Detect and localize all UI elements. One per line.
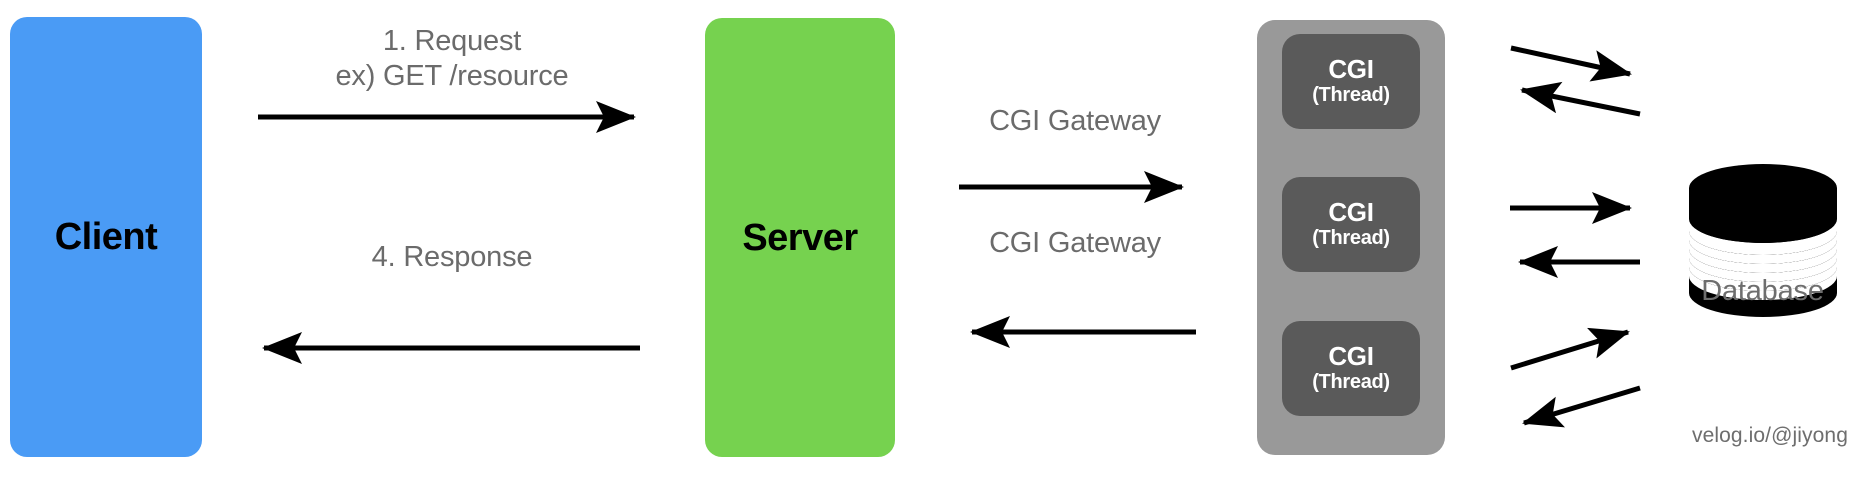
watermark-text: velog.io/@jiyong (1691, 424, 1848, 447)
cgi-thread-title: CGI (1328, 197, 1374, 228)
cgi-thread-title: CGI (1328, 341, 1374, 372)
cgi-thread-subtitle: (Thread) (1312, 226, 1390, 249)
database-cylinder-icon (1689, 164, 1837, 317)
cgi-thread-subtitle: (Thread) (1312, 370, 1390, 393)
node-database-label: Database (1701, 275, 1824, 307)
node-client: Client (10, 17, 202, 457)
edge-label-response: 4. Response (371, 241, 533, 273)
node-cgi-pool: CGI (Thread) CGI (Thread) CGI (Thread) (1257, 20, 1445, 455)
cgi-thread-box: CGI (Thread) (1282, 177, 1420, 272)
edge-label-request: 1. Request ex) GET /resource (335, 25, 569, 93)
arrow-db-out-3 (1510, 327, 1630, 371)
edge-label-cgi-gateway-up: CGI Gateway (989, 227, 1161, 259)
cgi-thread-box: CGI (Thread) (1282, 34, 1420, 129)
node-database (1683, 158, 1843, 328)
cgi-thread-subtitle: (Thread) (1312, 83, 1390, 106)
node-server: Server (705, 18, 895, 457)
cgi-thread-box: CGI (Thread) (1282, 321, 1420, 416)
arrow-db-out-1 (1510, 45, 1632, 82)
arrow-db-in-1 (1520, 81, 1641, 117)
node-client-label: Client (54, 216, 158, 258)
cgi-thread-title: CGI (1328, 54, 1374, 85)
arrow-db-in-3 (1522, 385, 1641, 428)
edge-label-cgi-gateway-down: CGI Gateway (989, 105, 1161, 137)
node-server-label: Server (742, 216, 858, 259)
